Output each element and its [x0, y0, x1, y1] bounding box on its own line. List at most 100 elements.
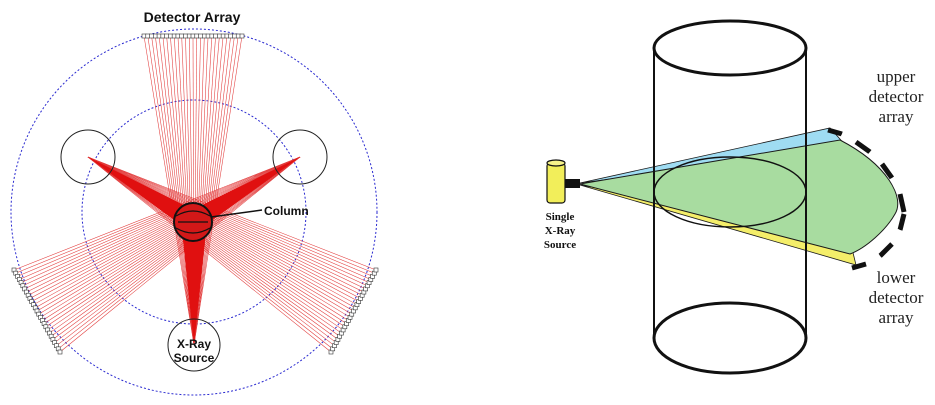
- column-texture: [175, 210, 211, 234]
- red-beam: [88, 157, 196, 236]
- fan-line: [87, 156, 337, 343]
- source-circle-left: [60, 129, 116, 185]
- middle-fan-beam: [579, 139, 899, 255]
- upper-label-line1: upper: [877, 67, 916, 86]
- fan-line: [87, 156, 333, 350]
- detector-element: [205, 33, 211, 39]
- single-source-label-line1: Single: [546, 211, 575, 223]
- lower-detector-array: [851, 213, 907, 271]
- xray-source-label-line2: Source: [174, 351, 215, 365]
- cylinder-bottom-ellipse: [652, 301, 808, 375]
- fan-line: [17, 156, 301, 277]
- fan-line: [87, 156, 366, 290]
- detector-array-title: Detector Array: [144, 9, 241, 25]
- detector-dash: [851, 261, 867, 271]
- detector-element: [168, 33, 173, 39]
- upper-label-line3: array: [879, 107, 914, 126]
- fan-line: [87, 156, 368, 287]
- fan-line: [50, 156, 301, 337]
- fan-line: [52, 156, 301, 340]
- source-circle-bottom: [167, 318, 221, 372]
- fan-line: [19, 156, 301, 280]
- fan-line: [58, 156, 301, 350]
- detector-element: [186, 33, 192, 39]
- xray-source-label-line1: X-Ray: [177, 337, 211, 351]
- fan-line: [56, 156, 301, 346]
- fan-line: [24, 156, 301, 290]
- fan-line: [20, 156, 301, 283]
- detector-element: [141, 33, 147, 39]
- detector-dash: [854, 139, 872, 155]
- fan-line: [13, 156, 301, 271]
- fan-line: [155, 35, 195, 346]
- fan-line: [87, 156, 370, 283]
- detector-element: [224, 33, 230, 39]
- detector-dash: [879, 162, 895, 180]
- fan-line: [158, 35, 195, 346]
- fan-line: [87, 156, 365, 293]
- detector-element: [373, 267, 379, 273]
- fan-line: [87, 156, 332, 353]
- detector-element: [183, 33, 188, 39]
- detector-dash: [878, 242, 894, 258]
- detector-element: [160, 33, 166, 39]
- detector-element: [202, 33, 207, 39]
- fan-line: [54, 156, 301, 343]
- single-source-label-line3: Source: [544, 239, 576, 251]
- left-diagram: Detector Array Column X-Ray Source: [10, 9, 379, 396]
- detector-element: [153, 33, 158, 39]
- xray-source-body: [546, 162, 566, 204]
- detector-element: [149, 33, 154, 39]
- detector-element: [239, 33, 245, 39]
- detector-dash: [897, 213, 907, 231]
- detector-dash: [840, 131, 858, 145]
- detector-element: [175, 33, 181, 39]
- detector-elements: [11, 33, 379, 355]
- detector-element: [235, 33, 241, 39]
- source-circle-right: [272, 129, 328, 185]
- detector-dash: [827, 127, 843, 137]
- outer-guide-circle: [10, 28, 378, 396]
- fan-line: [15, 156, 301, 274]
- fan-line: [87, 156, 335, 346]
- xray-source-top: [546, 159, 566, 167]
- upper-detector-array: [827, 127, 907, 213]
- detector-element: [220, 33, 226, 39]
- single-source-label-line2: X-Ray: [545, 225, 576, 237]
- red-beam: [181, 222, 207, 345]
- detector-element: [190, 33, 196, 39]
- red-beam-triangles: [88, 157, 300, 345]
- detector-element: [232, 33, 237, 39]
- fan-line: [22, 156, 301, 287]
- cylinder-top-ellipse: [652, 19, 808, 77]
- detector-element: [213, 33, 218, 39]
- detector-dash: [889, 228, 903, 246]
- fan-line: [193, 35, 235, 346]
- detector-element: [164, 33, 169, 39]
- fan-line: [87, 156, 371, 280]
- fan-line: [87, 156, 373, 277]
- xray-source-nozzle: [565, 179, 580, 188]
- fan-line: [143, 35, 195, 346]
- inner-guide-circle: [81, 99, 307, 325]
- right-diagram: Single X-Ray Source upper detector array…: [544, 19, 924, 375]
- fan-line: [193, 35, 228, 346]
- fan-line: [87, 156, 375, 274]
- detector-element: [179, 33, 184, 39]
- fan-line: [193, 35, 231, 346]
- detector-element: [194, 33, 200, 39]
- fan-line: [59, 156, 301, 353]
- lower-label-line1: lower: [877, 268, 916, 287]
- detector-element: [156, 33, 162, 39]
- detector-element: [145, 33, 151, 39]
- detector-element: [198, 33, 203, 39]
- column-label: Column: [264, 204, 309, 218]
- detector-element: [217, 33, 222, 39]
- detector-element: [228, 33, 233, 39]
- detector-dash: [868, 150, 884, 166]
- lower-label-line2: detector: [869, 288, 924, 307]
- column-pointer: [210, 209, 263, 218]
- upper-label-line2: detector: [869, 87, 924, 106]
- detector-dash: [897, 193, 907, 213]
